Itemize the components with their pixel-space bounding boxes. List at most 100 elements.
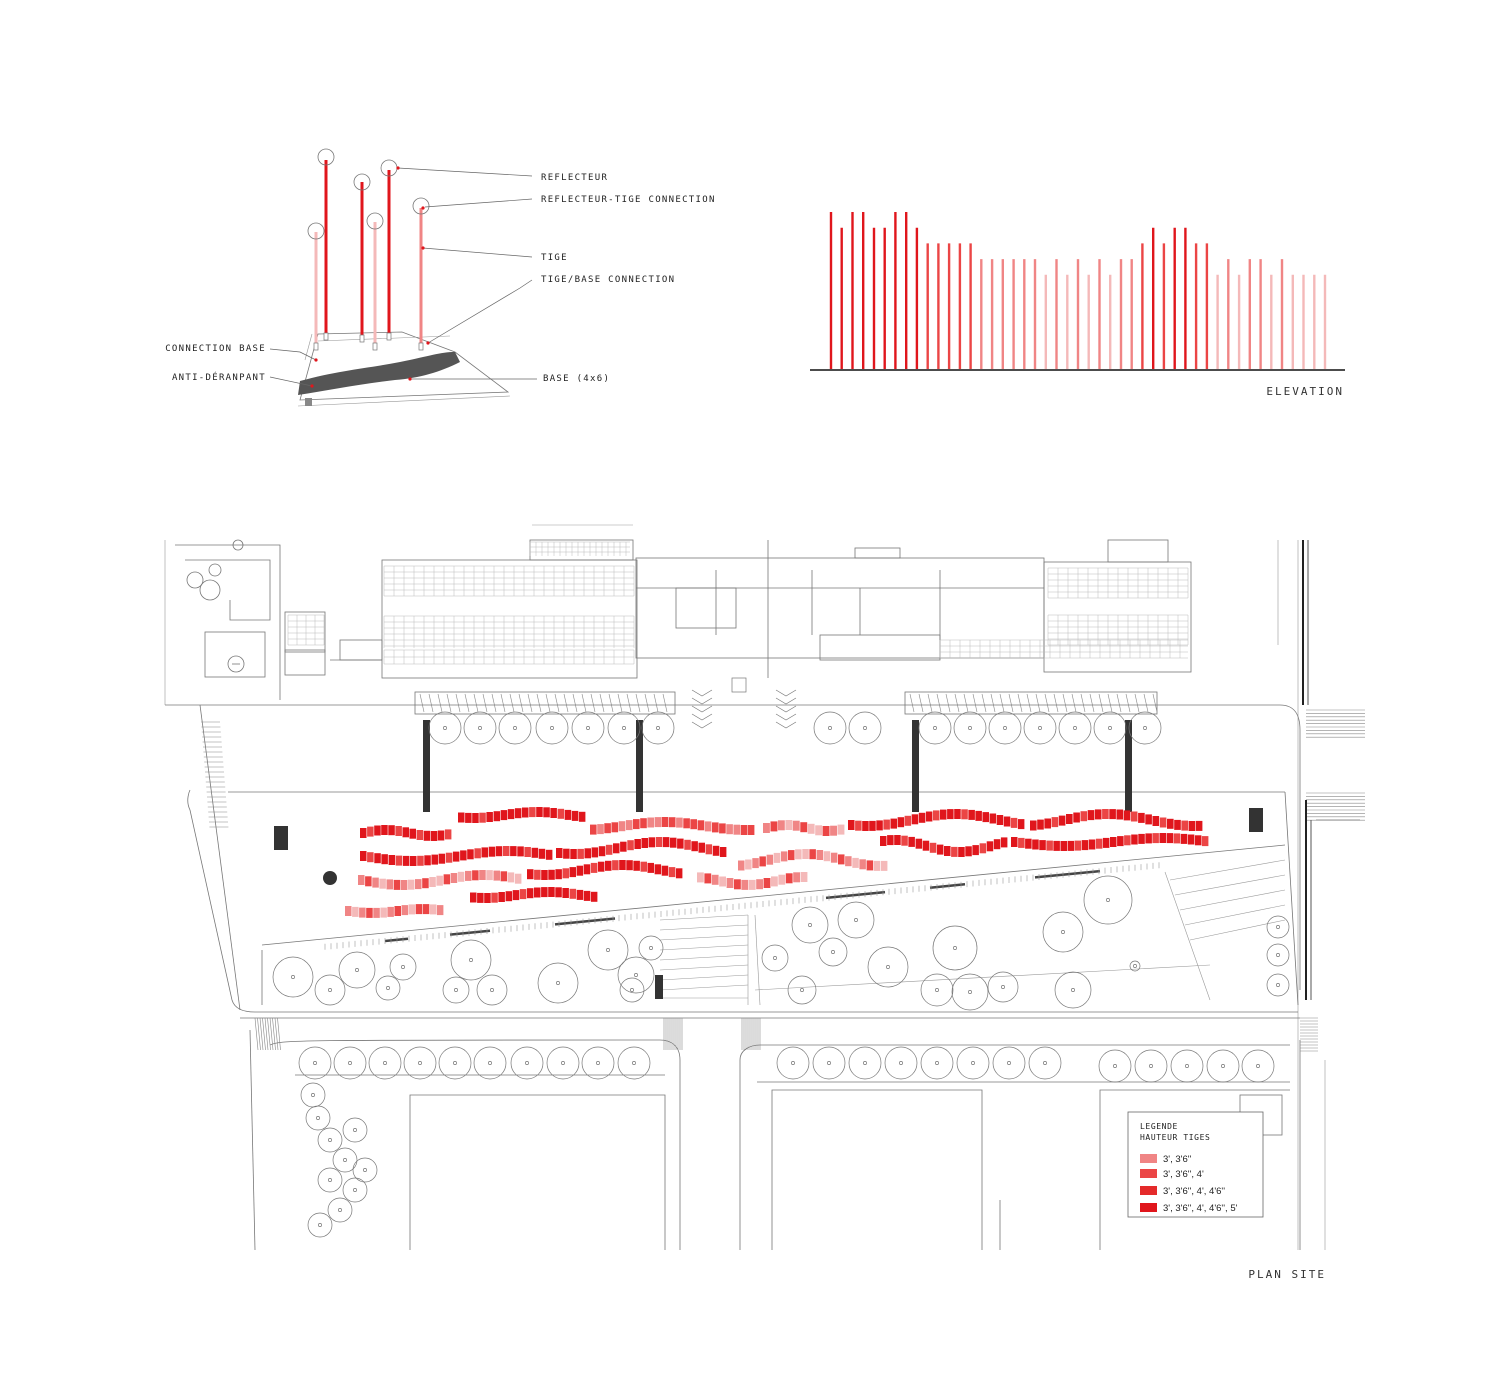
stem-module bbox=[430, 831, 438, 841]
building-entry-icon bbox=[227, 655, 245, 673]
stem-module bbox=[465, 870, 472, 881]
stem-module bbox=[359, 907, 366, 918]
stem-module bbox=[527, 869, 534, 880]
stem-module bbox=[538, 848, 546, 859]
tree-icon bbox=[617, 1046, 651, 1080]
stem-module bbox=[712, 822, 719, 833]
stem-module bbox=[1194, 835, 1202, 846]
stem-module bbox=[1000, 837, 1008, 848]
building-northwest bbox=[175, 539, 326, 700]
tree-icon bbox=[438, 1046, 472, 1080]
tree-icon bbox=[327, 1197, 353, 1223]
tree-icon bbox=[1093, 711, 1127, 745]
stem-module bbox=[372, 877, 379, 888]
stem-module bbox=[778, 874, 786, 885]
tree-icon bbox=[641, 711, 675, 745]
stem-module bbox=[773, 852, 781, 863]
stem-module bbox=[661, 817, 669, 827]
tree-icon bbox=[1241, 1049, 1275, 1083]
legend-item-label: 3', 3'6'', 4', 4'6'', 5' bbox=[1163, 1203, 1238, 1214]
stem-module bbox=[1131, 834, 1138, 845]
stem-module bbox=[691, 841, 698, 852]
stem-module bbox=[641, 838, 648, 848]
tree-icon bbox=[535, 711, 569, 745]
stem-module bbox=[979, 843, 987, 854]
stem-module bbox=[915, 838, 923, 849]
stem-module bbox=[759, 856, 766, 867]
stem-module bbox=[866, 860, 874, 871]
stem-module bbox=[1109, 809, 1116, 820]
stem-module bbox=[668, 817, 676, 828]
stem-module bbox=[367, 852, 374, 863]
stem-module bbox=[597, 824, 604, 835]
stem-module bbox=[704, 821, 712, 832]
tree-icon bbox=[1128, 711, 1162, 745]
stem-module bbox=[611, 822, 619, 833]
stem-module bbox=[816, 850, 824, 860]
tree-icon bbox=[571, 711, 605, 745]
stem-module bbox=[493, 870, 500, 881]
stem-module bbox=[719, 823, 726, 834]
stem-module bbox=[479, 870, 486, 880]
stem-module bbox=[577, 848, 584, 859]
stem-module bbox=[481, 847, 488, 858]
stem-module bbox=[887, 835, 894, 846]
tree-icon bbox=[837, 901, 875, 939]
stem-module bbox=[944, 846, 951, 856]
stem-module bbox=[562, 888, 569, 898]
stem-module bbox=[467, 849, 474, 860]
stem-module bbox=[1011, 837, 1018, 847]
stem-module bbox=[1074, 840, 1082, 851]
stem-module bbox=[484, 893, 491, 903]
stem-module bbox=[365, 876, 372, 887]
reflector-icon bbox=[317, 148, 335, 166]
stem-module bbox=[625, 820, 633, 831]
stem-module bbox=[859, 859, 866, 870]
stem-module bbox=[1060, 841, 1067, 851]
stem-module bbox=[640, 861, 647, 872]
stem-module bbox=[590, 862, 598, 873]
stem-module bbox=[1152, 833, 1159, 844]
tree-icon bbox=[951, 973, 989, 1011]
stem-module bbox=[1110, 837, 1117, 847]
tree-icon bbox=[333, 1046, 367, 1080]
stem-module bbox=[358, 875, 365, 885]
site-plan bbox=[164, 524, 1365, 1251]
stem-module bbox=[770, 821, 778, 832]
tree-icon bbox=[867, 946, 909, 988]
legend-swatch bbox=[1140, 1169, 1157, 1178]
stem-module bbox=[576, 889, 584, 900]
stem-module bbox=[402, 855, 410, 866]
plaza-kiosk bbox=[1249, 808, 1263, 832]
stem-module bbox=[880, 860, 888, 871]
tree-icon bbox=[956, 1046, 990, 1080]
stem-module bbox=[488, 846, 496, 857]
stem-module bbox=[766, 854, 774, 865]
stem-module bbox=[512, 890, 520, 901]
elevation-stems bbox=[829, 212, 1327, 369]
stem-module bbox=[1080, 811, 1088, 822]
tree-icon bbox=[368, 1046, 402, 1080]
stem-module bbox=[1032, 839, 1039, 850]
stem-module bbox=[429, 877, 436, 887]
canopy-west bbox=[414, 691, 676, 715]
stem-module bbox=[410, 856, 417, 866]
stem-module bbox=[380, 907, 387, 918]
stem-module bbox=[862, 821, 869, 831]
legend-swatch bbox=[1140, 1186, 1157, 1195]
tree-icon bbox=[581, 1046, 615, 1080]
stem-module bbox=[712, 845, 720, 856]
stem-module bbox=[911, 814, 919, 825]
stem-module bbox=[1152, 816, 1160, 826]
tree-icon bbox=[918, 711, 952, 745]
stem-module bbox=[460, 850, 467, 861]
stem-module bbox=[400, 880, 408, 890]
tree-icon bbox=[932, 925, 978, 971]
stem-module bbox=[618, 821, 626, 832]
stem-module bbox=[407, 879, 415, 890]
stem-module bbox=[498, 892, 505, 902]
stem-module bbox=[634, 839, 641, 849]
stem-module bbox=[388, 825, 395, 836]
pergola-column bbox=[423, 720, 430, 812]
stem-module bbox=[477, 892, 484, 903]
